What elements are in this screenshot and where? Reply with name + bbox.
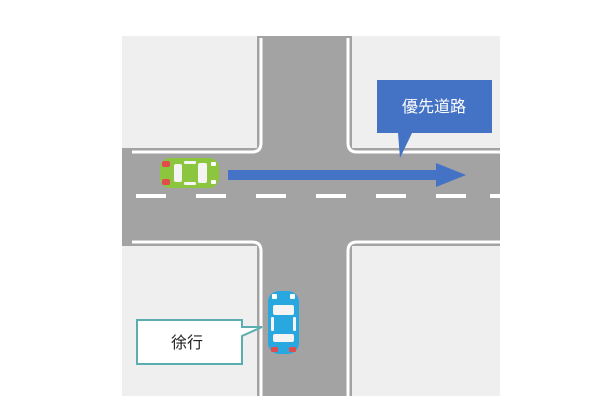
slow-down-label: 徐行 (171, 333, 203, 352)
road-edge-lines (132, 38, 500, 396)
edge-top-left (132, 38, 263, 154)
center-dashed-line (136, 194, 500, 198)
edge-top-right (346, 38, 500, 154)
slow-down-callout: 徐行 (136, 319, 263, 365)
priority-road-label: 優先道路 (402, 97, 466, 116)
edge-bottom-right (346, 240, 500, 396)
green-car-icon (160, 158, 219, 188)
blue-car-icon (268, 291, 299, 354)
priority-road-callout: 優先道路 (377, 80, 492, 158)
edge-bottom-left (132, 240, 263, 396)
priority-direction-arrow (228, 163, 466, 187)
